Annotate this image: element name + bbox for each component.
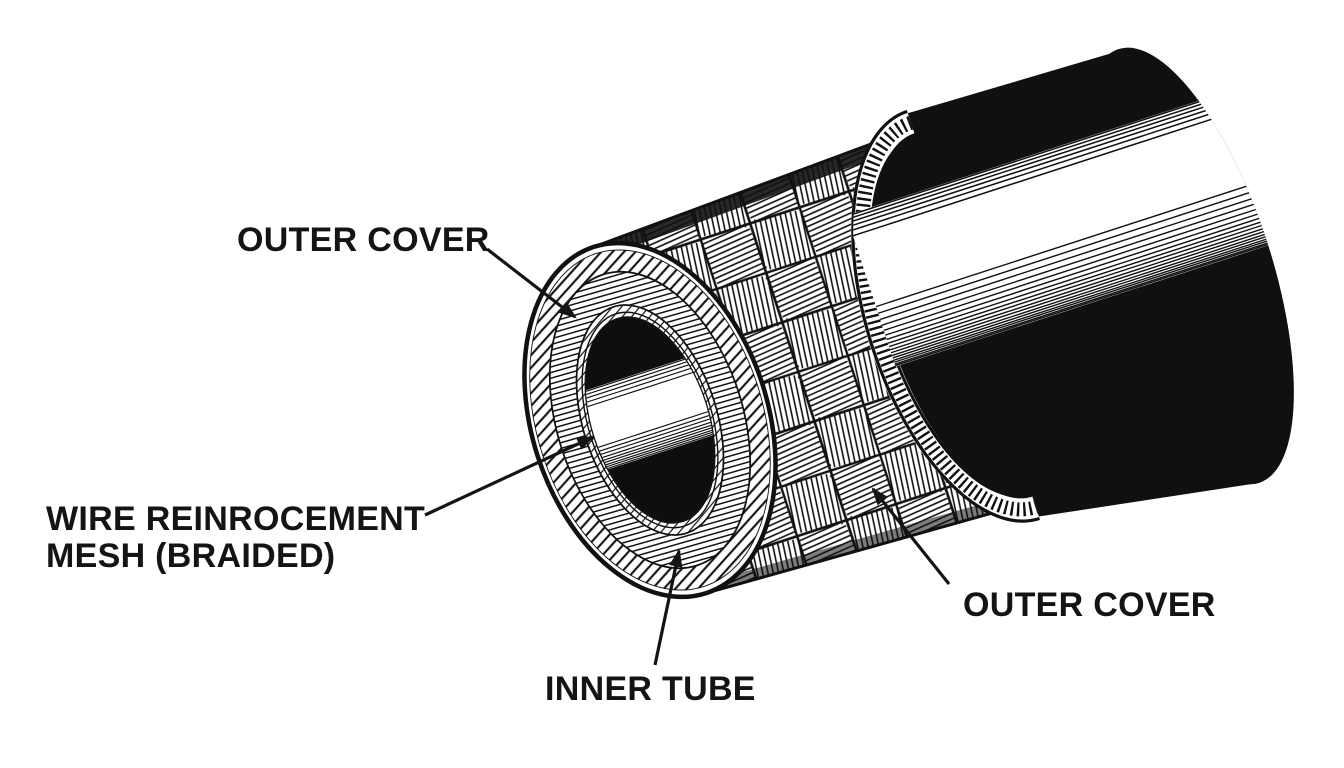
hose-front-face — [522, 240, 778, 600]
leader-wire-mesh — [424, 435, 596, 517]
hose-body — [522, 47, 1295, 600]
leader-outer-cover-right — [871, 487, 951, 585]
leader-inner-tube — [653, 548, 683, 666]
cover-highlight-band — [846, 85, 1295, 367]
mesh-top-shadow — [593, 128, 918, 259]
leader-outer-cover-top — [486, 247, 577, 319]
label-wire-mesh-line2: MESH (BRAIDED) — [46, 537, 335, 575]
label-inner-tube: INNER TUBE — [545, 670, 756, 708]
mesh-bottom-shadow — [706, 489, 1034, 594]
callout-leaders — [424, 247, 951, 666]
inner-tube-ring — [577, 305, 723, 535]
label-outer-cover-top: OUTER COVER — [237, 221, 490, 259]
bore-highlight-band — [568, 352, 728, 474]
label-outer-cover-right: OUTER COVER — [963, 586, 1216, 624]
label-wire-mesh-line1: WIRE REINROCEMENT — [46, 500, 425, 538]
wire-mesh-ring — [550, 272, 750, 568]
